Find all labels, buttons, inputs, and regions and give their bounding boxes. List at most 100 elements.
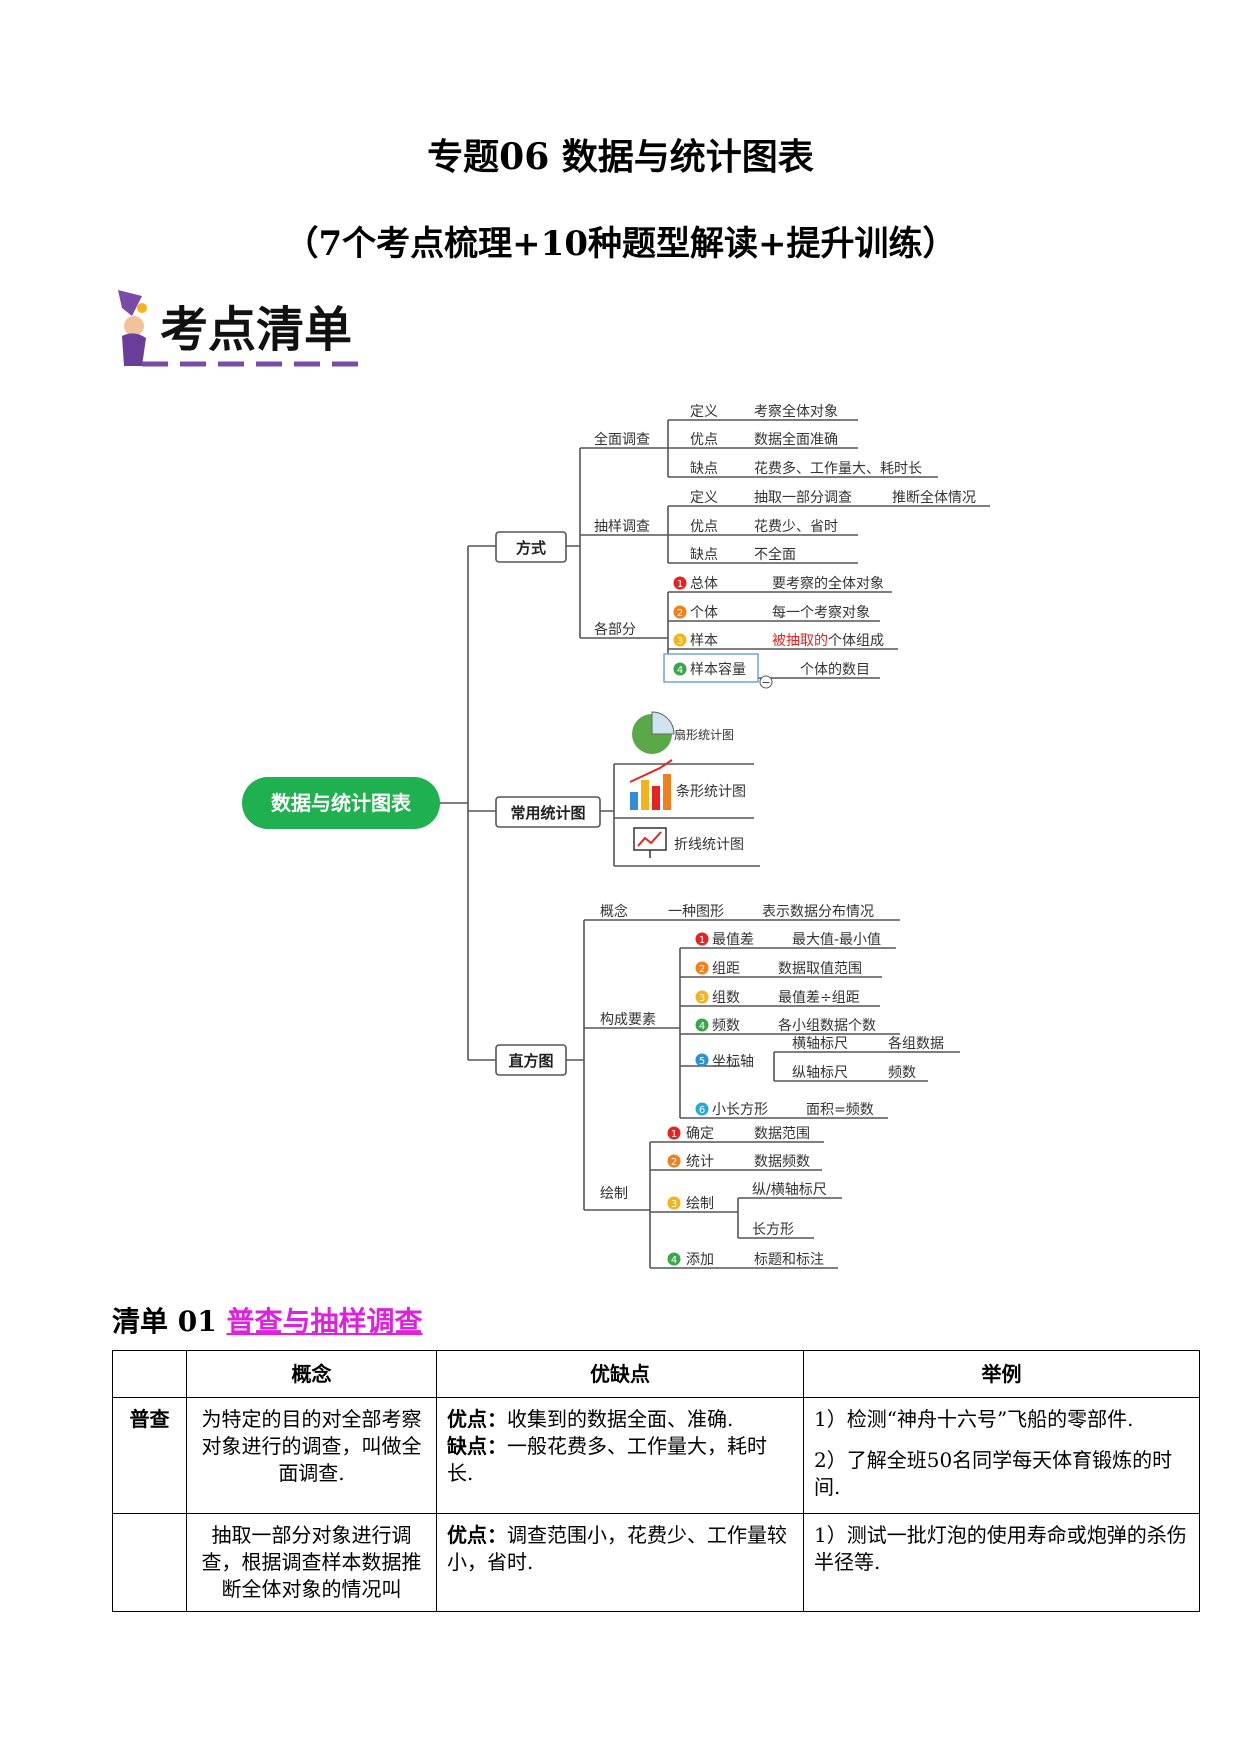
svg-text:3: 3 [677,636,683,647]
svg-text:数据频数: 数据频数 [754,1154,810,1170]
table-header-cell [112,1350,187,1398]
advantage-text: 调查范围小，花费少、工作量较小，省时. [447,1523,787,1574]
branch-fangshi [495,531,567,563]
svg-text:花费少、省时: 花费少、省时 [754,519,838,535]
page-title: 专题06 数据与统计图表 [427,136,814,178]
row-head: 普查 [112,1397,187,1514]
svg-text:优点: 优点 [690,432,718,448]
svg-text:抽样调查: 抽样调查 [594,519,650,535]
svg-text:绘制: 绘制 [600,1186,628,1202]
mindmap-root [242,777,440,829]
kaodian-qingdan-logo: 考点清单 [118,290,362,367]
svg-text:直方图: 直方图 [508,1052,553,1070]
section-title: 普查与抽样调查 [226,1305,423,1338]
svg-text:小长方形: 小长方形 [712,1102,768,1118]
svg-text:标题和标注: 标题和标注 [754,1252,824,1268]
svg-text:4: 4 [677,665,683,676]
svg-text:要考察的全体对象: 要考察的全体对象 [772,575,884,592]
svg-text:长方形: 长方形 [752,1222,794,1238]
table-row: 普查 为特定的目的对全部考察对象进行的调查，叫做全面调查. 优点：收集到的数据全… [112,1397,1200,1514]
disadvantage-text: 一般花费多、工作量大，耗时长. [447,1434,767,1485]
svg-text:数据范围: 数据范围 [754,1125,810,1142]
svg-text:统计: 统计 [686,1154,714,1170]
section-heading: 清单 01 普查与抽样调查 [112,1300,423,1340]
table-header-cell: 优缺点 [436,1350,804,1398]
svg-text:1: 1 [671,1129,677,1140]
svg-text:表示数据分布情况: 表示数据分布情况 [762,904,874,920]
svg-text:一种图形: 一种图形 [668,904,724,920]
svg-text:各部分: 各部分 [594,622,636,638]
concept-cell: 为特定的目的对全部考察对象进行的调查，叫做全面调查. [186,1397,437,1514]
page-subtitle: （7个考点梳理+10种题型解读+提升训练） [284,224,957,264]
svg-text:折线统计图: 折线统计图 [674,837,744,853]
svg-text:确定: 确定 [686,1126,714,1142]
table-row: 抽取一部分对象进行调查，根据调查样本数据推断全体对象的情况叫 优点：调查范围小，… [112,1513,1200,1612]
svg-text:抽取一部分调查: 抽取一部分调查 [754,490,852,506]
example-cell: 1）检测“神舟十六号”飞船的零部件. 2）了解全班50名同学每天体育锻炼的时间. [803,1397,1200,1514]
svg-text:个体: 个体 [690,605,718,621]
svg-text:每一个考察对象: 每一个考察对象 [772,604,870,621]
table-header-cell: 举例 [803,1350,1200,1398]
svg-text:4: 4 [671,1255,677,1266]
table-header-cell: 概念 [186,1350,437,1398]
example-cell: 1）测试一批灯泡的使用寿命或炮弹的杀伤半径等. [803,1513,1200,1612]
example-item: 1）测试一批灯泡的使用寿命或炮弹的杀伤半径等. [814,1523,1187,1574]
svg-text:数据取值范围: 数据取值范围 [778,960,862,977]
svg-text:2: 2 [671,1157,677,1168]
svg-text:花费多、工作量大、耗时长: 花费多、工作量大、耗时长 [754,460,922,477]
mindmap-root-label: 数据与统计图表 [271,791,412,815]
table-header-row: 概念 优缺点 举例 [112,1350,1200,1398]
svg-text:样本容量: 样本容量 [690,661,746,678]
svg-text:不全面: 不全面 [754,546,796,563]
svg-text:构成要素: 构成要素 [600,1012,656,1028]
svg-text:1: 1 [699,935,705,946]
svg-text:组数: 组数 [712,990,740,1006]
svg-text:最大值-最小值: 最大值-最小值 [792,932,881,948]
svg-text:坐标轴: 坐标轴 [712,1054,754,1070]
survey-table: 概念 优缺点 举例 普查 为特定的目的对全部考察对象进行的调查，叫做全面调查. … [112,1350,1200,1612]
svg-text:2: 2 [699,964,705,975]
svg-text:扇形统计图: 扇形统计图 [674,727,734,742]
svg-text:4: 4 [699,1021,705,1032]
svg-text:2: 2 [677,608,683,619]
svg-text:总体: 总体 [690,576,718,592]
bar-chart-icon [629,759,673,810]
pie-chart-icon [632,711,675,754]
svg-text:被抽取的: 被抽取的 [772,633,828,649]
svg-text:横轴标尺: 横轴标尺 [792,1036,848,1052]
svg-text:最值差÷组距: 最值差÷组距 [778,990,860,1006]
svg-text:3: 3 [699,993,705,1004]
svg-text:优点: 优点 [690,519,718,535]
svg-text:定义: 定义 [690,404,718,420]
svg-text:定义: 定义 [690,490,718,506]
svg-text:个体组成: 个体组成 [828,633,884,649]
svg-text:推断全体情况: 推断全体情况 [892,489,976,506]
svg-text:样本: 样本 [690,633,718,649]
svg-text:5: 5 [699,1056,705,1067]
svg-text:个体的数目: 个体的数目 [800,662,870,678]
concept-cell: 抽取一部分对象进行调查，根据调查样本数据推断全体对象的情况叫 [186,1513,437,1612]
svg-text:方式: 方式 [516,539,546,557]
svg-text:频数: 频数 [712,1018,740,1034]
section-prefix: 清单 [112,1305,169,1338]
example-item: 1）检测“神舟十六号”飞船的零部件. [814,1407,1134,1431]
svg-text:添加: 添加 [686,1252,714,1268]
section-number: 01 [177,1305,217,1338]
svg-text:概念: 概念 [600,903,628,920]
svg-text:常用统计图: 常用统计图 [510,804,585,822]
disadvantage-label: 缺点： [447,1434,507,1458]
advantage-text: 收集到的数据全面、准确. [507,1407,734,1431]
line-chart-icon [633,827,667,858]
svg-text:缺点: 缺点 [690,547,718,563]
svg-text:−: − [761,676,770,689]
advantage-label: 优点： [447,1407,507,1431]
example-item: 2）了解全班50名同学每天体育锻炼的时间. [814,1448,1173,1499]
svg-text:频数: 频数 [888,1065,916,1081]
svg-text:纵轴标尺: 纵轴标尺 [792,1065,848,1081]
logo-text: 考点清单 [160,302,352,358]
svg-text:纵/横轴标尺: 纵/横轴标尺 [752,1182,827,1198]
advantage-label: 优点： [447,1523,507,1547]
svg-text:全面调查: 全面调查 [594,431,650,448]
svg-text:各小组数据个数: 各小组数据个数 [778,1018,876,1034]
svg-text:组距: 组距 [712,961,740,977]
